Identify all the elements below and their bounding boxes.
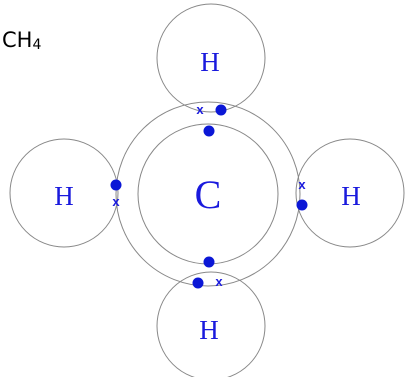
electron-dot-bond-bottom	[192, 277, 204, 289]
formula-subscript: 4	[32, 37, 42, 53]
hydrogen-shell-bottom	[156, 271, 266, 377]
hydrogen-shell-left	[9, 138, 119, 248]
carbon-label: C	[195, 172, 222, 217]
electron-dot-inner-bottom	[203, 256, 215, 268]
hydrogen-label-left: H	[54, 181, 74, 211]
hydrogen-shell-right	[295, 138, 405, 248]
molecular-formula: CH4	[2, 28, 42, 53]
electron-dot-bond-top	[215, 104, 227, 116]
hydrogen-shell-top	[156, 3, 266, 113]
electron-cross-left: x	[112, 194, 120, 209]
electron-cross-right: x	[298, 177, 306, 192]
hydrogen-label-right: H	[341, 181, 361, 211]
electron-dot-bond-right	[296, 199, 308, 211]
carbon-outer-shell	[115, 101, 301, 287]
electron-dot-bond-left	[110, 179, 122, 191]
hydrogen-label-bottom: H	[199, 315, 219, 345]
formula-element: CH	[2, 28, 33, 52]
hydrogen-label-top: H	[200, 47, 220, 77]
electron-dot-inner-top	[203, 125, 215, 137]
electron-cross-top: x	[196, 102, 204, 117]
electron-cross-bottom: x	[215, 274, 223, 289]
